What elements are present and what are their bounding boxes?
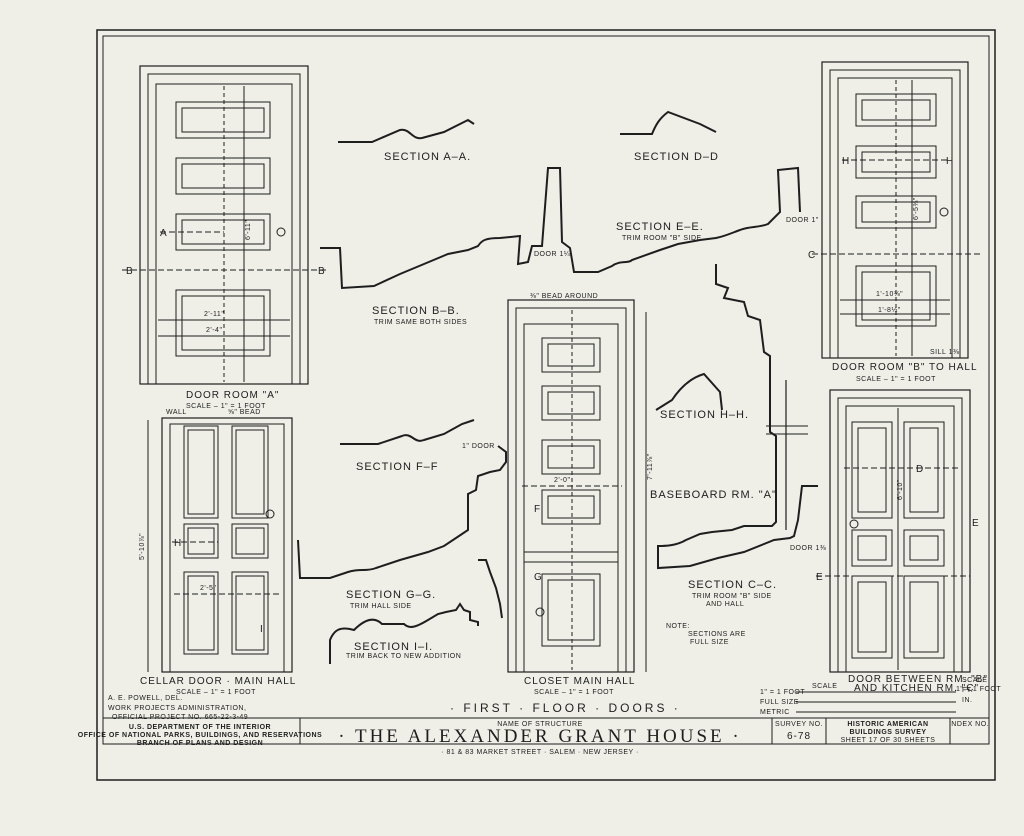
dim-closet-height: 7'-11⅞": [647, 453, 654, 480]
marker-e: E: [816, 572, 824, 583]
dim-b-width-1: 1'-10⅜": [876, 291, 903, 298]
marker-h-right-top-2: H: [946, 156, 954, 167]
graphic-scale: SCALE 1" = 1 FOOT FULL SIZE METRIC FT. I…: [760, 683, 973, 716]
section-dd-label: SECTION D–D: [634, 151, 719, 163]
section-bb-label: SECTION B–B.: [372, 305, 460, 317]
section-ii-note: TRIM BACK TO NEW ADDITION: [346, 653, 461, 660]
scale-label: SCALE: [812, 683, 837, 690]
door-14-label: DOOR 1⅜: [790, 545, 826, 552]
survey-no-label: SURVEY NO.: [775, 721, 823, 728]
door-between-title-1: DOOR BETWEEN RM. "B": [848, 674, 988, 685]
door-1-4-label: DOOR 1¼: [534, 251, 570, 258]
inner-border: [102, 35, 990, 745]
section-hh-label: SECTION H–H.: [660, 409, 749, 421]
door-between-scale-1: SCALE: [962, 677, 987, 684]
title-block: [103, 717, 989, 744]
habs-line-1: HISTORIC AMERICAN: [847, 721, 928, 728]
scale-row-2: FULL SIZE: [760, 699, 799, 706]
door-between-title-2: AND KITCHEN RM. "C": [854, 683, 979, 694]
scale-unit-ft: FT.: [962, 687, 973, 694]
marker-h-cellar: H: [174, 538, 182, 549]
door-room-b-scale: SCALE – 1" = 1 FOOT: [856, 376, 936, 383]
section-ee-note: TRIM ROOM "B" SIDE: [622, 235, 702, 242]
door-room-a: [122, 65, 326, 385]
section-gg-label: SECTION G–G.: [346, 589, 436, 601]
section-cc-note-2: AND HALL: [706, 601, 744, 608]
closet-scale: SCALE – 1" = 1 FOOT: [534, 689, 614, 696]
scale-unit-in: IN.: [962, 697, 972, 704]
structure-name: · THE ALEXANDER GRANT HOUSE ·: [338, 726, 741, 747]
section-profiles: [297, 110, 818, 664]
drawn-by: A. E. POWELL, DEL.: [108, 695, 183, 702]
section-ii-label: SECTION I–I.: [354, 641, 433, 653]
door-between: [816, 389, 971, 673]
index-no-label: INDEX NO.: [949, 721, 989, 728]
dim-a-width-1: 2'-11": [204, 311, 224, 318]
section-bb-note: TRIM SAME BOTH SIDES: [374, 319, 467, 326]
marker-d: D: [916, 464, 924, 475]
closet-door: [507, 299, 647, 673]
wpa-line-1: WORK PROJECTS ADMINISTRATION,: [108, 705, 246, 712]
survey-no: 6-78: [787, 731, 811, 742]
door-room-b-title: DOOR ROOM "B" TO HALL: [832, 362, 978, 373]
dim-b-height: 6'-5⅜": [913, 197, 920, 220]
dim-a-width-2: 2'-4": [206, 327, 222, 334]
marker-b-right: B: [318, 266, 326, 277]
dim-cellar-width: 2'-5": [200, 585, 216, 592]
bead-label: ⅝" BEAD: [228, 409, 261, 416]
marker-c: C: [808, 250, 816, 261]
door-1-label: DOOR 1": [786, 217, 819, 224]
baseboard-label: BASEBOARD RM. "A": [650, 489, 777, 501]
section-cc-note-1: TRIM ROOM "B" SIDE: [692, 593, 772, 600]
note-line-1: SECTIONS ARE: [688, 631, 746, 638]
section-cc-label: SECTION C–C.: [688, 579, 777, 591]
cellar-door: [147, 417, 293, 673]
marker-a: A: [160, 228, 168, 239]
dept-line-2: OFFICE OF NATIONAL PARKS, BUILDINGS, AND…: [78, 732, 322, 739]
section-ff-label: SECTION F–F: [356, 461, 439, 473]
door-room-a-title: DOOR ROOM "A": [186, 390, 279, 401]
marker-h-right-top: H: [842, 156, 850, 167]
note-line-2: FULL SIZE: [690, 639, 729, 646]
cellar-door-scale: SCALE – 1" = 1 FOOT: [176, 689, 256, 696]
marker-i: I: [260, 624, 264, 635]
section-gg-note: TRIM HALL SIDE: [350, 603, 412, 610]
sheet-number: SHEET 17 OF 30 SHEETS: [841, 737, 936, 744]
dim-cellar-height: 5'-10⅞": [139, 533, 146, 560]
structure-address: · 81 & 83 MARKET STREET · SALEM · NEW JE…: [441, 749, 639, 756]
structure-name-label: NAME OF STRUCTURE: [497, 721, 583, 728]
note-label: NOTE:: [666, 623, 690, 630]
sheet-title: · FIRST · FLOOR · DOORS ·: [450, 701, 681, 715]
section-aa-label: SECTION A–A.: [384, 151, 471, 163]
sill-label: SILL 1⅜: [930, 349, 959, 356]
dept-line-3: BRANCH OF PLANS AND DESIGN: [137, 740, 263, 747]
bead-around-label: ⅜" BEAD AROUND: [530, 293, 598, 300]
door-between-scale-2: 1" = 1 FOOT: [956, 686, 1001, 693]
wall-label: WALL: [166, 409, 187, 416]
door-room-b: [812, 61, 980, 359]
habs-line-2: BUILDINGS SURVEY: [849, 729, 926, 736]
door-1b-label: 1" DOOR: [462, 443, 495, 450]
scale-row-1: 1" = 1 FOOT: [760, 689, 805, 696]
outer-border: [96, 29, 996, 781]
dim-between-height: 6'-10": [897, 479, 904, 500]
scale-row-3: METRIC: [760, 709, 790, 716]
marker-e-right: E: [972, 518, 980, 529]
door-room-a-scale: SCALE – 1" = 1 FOOT: [186, 403, 266, 410]
dept-line-1: U.S. DEPARTMENT OF THE INTERIOR: [129, 724, 271, 731]
section-ee-label: SECTION E–E.: [616, 221, 704, 233]
dim-a-height: 6'-11": [245, 220, 252, 240]
marker-f: F: [534, 504, 541, 515]
marker-g: G: [534, 572, 543, 583]
cellar-door-title: CELLAR DOOR · MAIN HALL: [140, 676, 296, 687]
dim-b-width-2: 1'-8½": [878, 306, 901, 314]
dim-closet-width: 2'-0": [554, 477, 570, 484]
marker-b-left: B: [126, 266, 134, 277]
closet-title: CLOSET MAIN HALL: [524, 676, 635, 687]
